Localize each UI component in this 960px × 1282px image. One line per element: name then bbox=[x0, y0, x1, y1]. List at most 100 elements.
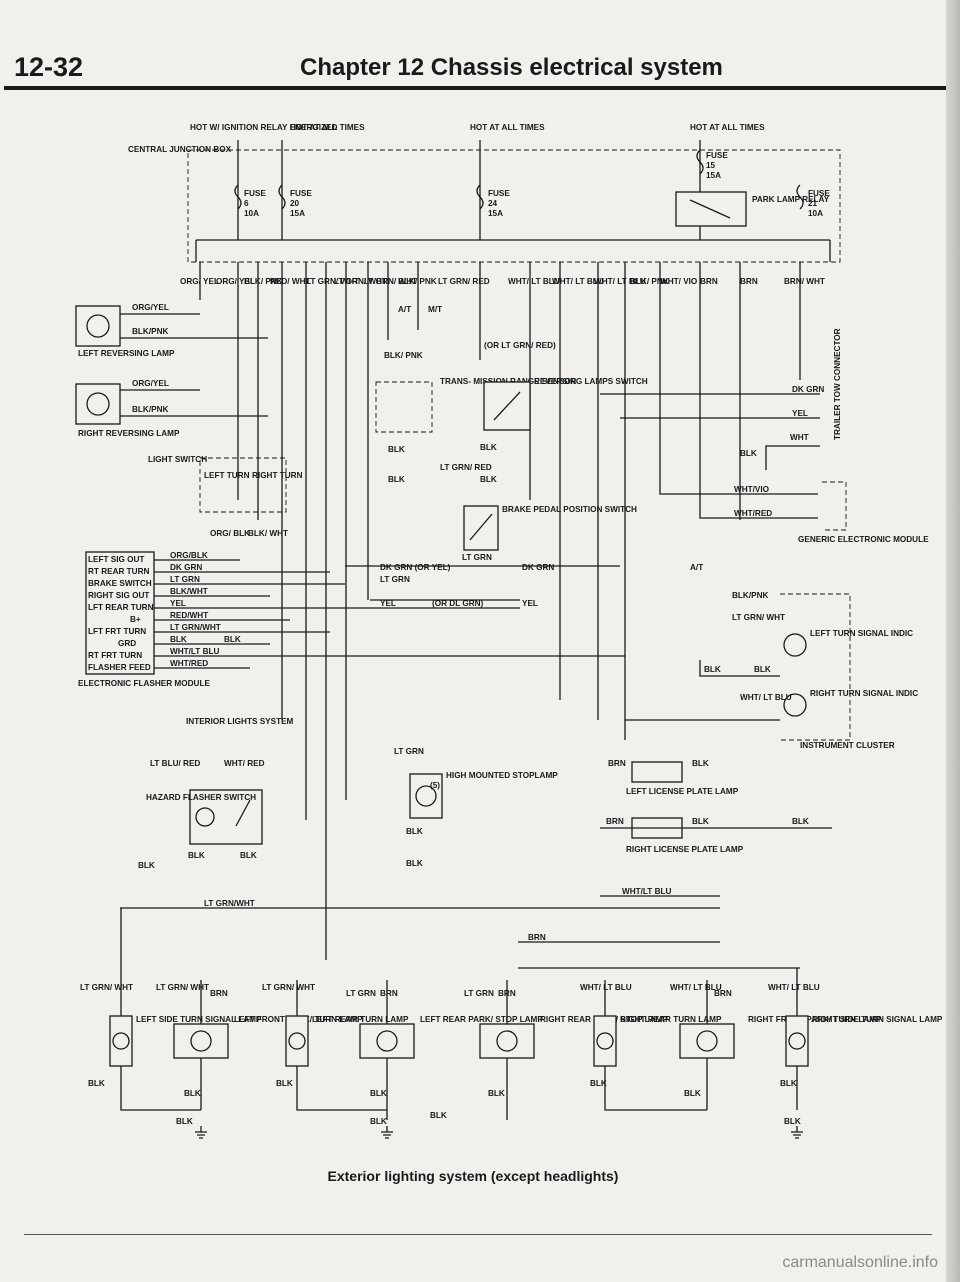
svg-text:15: 15 bbox=[706, 161, 716, 170]
left-license-plate-lamp: BRN BLK LEFT LICENSE PLATE LAMP bbox=[608, 759, 739, 796]
hot-at-all-times-label-1: HOT AT ALL TIMES bbox=[290, 123, 365, 132]
svg-text:LEFT LICENSE PLATE LAMP: LEFT LICENSE PLATE LAMP bbox=[626, 787, 739, 796]
reversing-lamps-switch: REVERSING LAMPS SWITCH (OR LT GRN/ RED) … bbox=[480, 341, 648, 484]
svg-text:ELECTRONIC FLASHER MODULE: ELECTRONIC FLASHER MODULE bbox=[78, 679, 210, 688]
wire-label: LT GRN/ WHT bbox=[364, 277, 417, 286]
svg-text:LEFT SIG OUT: LEFT SIG OUT bbox=[88, 555, 144, 564]
svg-text:LEFT REVERSING LAMP: LEFT REVERSING LAMP bbox=[78, 349, 175, 358]
svg-text:INSTRUMENT CLUSTER: INSTRUMENT CLUSTER bbox=[800, 741, 895, 750]
svg-text:BLK: BLK bbox=[692, 817, 709, 826]
svg-text:21: 21 bbox=[808, 199, 818, 208]
wire-label: WHT/ LT BLU bbox=[508, 277, 560, 286]
svg-text:LT GRN/ RED: LT GRN/ RED bbox=[440, 463, 492, 472]
svg-text:LEFT TURN SIGNAL INDIC: LEFT TURN SIGNAL INDIC bbox=[810, 629, 913, 638]
fuse-24: FUSE 24 15A bbox=[476, 184, 510, 218]
wire-label: ORG/ YEL bbox=[216, 277, 255, 286]
fuse-15: FUSE 15 15A bbox=[696, 149, 728, 180]
right-reversing-lamp: ORG/YEL BLK/PNK RIGHT REVERSING LAMP bbox=[75, 379, 268, 438]
wire-label: RED/ WHT bbox=[270, 277, 310, 286]
svg-text:BRN: BRN bbox=[380, 989, 398, 998]
header-rule bbox=[4, 86, 946, 90]
svg-text:BLK/PNK: BLK/PNK bbox=[732, 591, 768, 600]
svg-text:BLK: BLK bbox=[406, 859, 423, 868]
svg-text:LT GRN/ WHT: LT GRN/ WHT bbox=[732, 613, 785, 622]
generic-electronic-module: WHT/VIO WHT/RED GENERIC ELECTRONIC MODUL… bbox=[659, 480, 929, 572]
svg-text:FUSE: FUSE bbox=[290, 189, 312, 198]
instrument-cluster: LEFT TURN SIGNAL INDIC RIGHT TURN SIGNAL… bbox=[625, 591, 918, 750]
svg-text:LT GRN: LT GRN bbox=[394, 747, 424, 756]
svg-text:WHT/LT BLU: WHT/LT BLU bbox=[622, 887, 671, 896]
svg-text:BRN: BRN bbox=[210, 989, 228, 998]
brake-pedal-position-switch: BRAKE PEDAL POSITION SWITCH bbox=[463, 505, 637, 551]
page-number: 12-32 bbox=[14, 52, 84, 82]
svg-text:WHT/ LT BLU: WHT/ LT BLU bbox=[768, 983, 820, 992]
svg-text:BLK: BLK bbox=[184, 1089, 201, 1098]
harness-verticals bbox=[199, 262, 801, 960]
svg-text:RIGHT TURN SIGNAL INDIC: RIGHT TURN SIGNAL INDIC bbox=[810, 689, 918, 698]
svg-text:BLK/PNK: BLK/PNK bbox=[132, 405, 168, 414]
svg-text:BLK: BLK bbox=[480, 475, 497, 484]
svg-text:GRD: GRD bbox=[118, 639, 136, 648]
svg-text:LT GRN/ WHT: LT GRN/ WHT bbox=[156, 983, 209, 992]
svg-text:PARK LAMP RELAY: PARK LAMP RELAY bbox=[752, 195, 830, 204]
middle-wire-labels: DK GRN (OR YEL) LT GRN YEL (OR DL GRN) D… bbox=[224, 553, 620, 644]
svg-text:B+: B+ bbox=[130, 615, 141, 624]
svg-text:WHT/RED: WHT/RED bbox=[170, 659, 208, 668]
svg-text:(OR LT GRN/ RED): (OR LT GRN/ RED) bbox=[484, 341, 556, 350]
right-rear-turn-lamp: RIGHT REAR TURN LAMP bbox=[593, 1015, 722, 1067]
svg-text:BLK: BLK bbox=[388, 475, 405, 484]
svg-text:REVERSING LAMPS SWITCH: REVERSING LAMPS SWITCH bbox=[534, 377, 648, 386]
light-switch: LIGHT SWITCH LEFT TURN RIGHT TURN ORG/ B… bbox=[148, 455, 303, 538]
svg-text:BLK: BLK bbox=[388, 445, 405, 454]
svg-text:WHT/VIO: WHT/VIO bbox=[734, 485, 770, 494]
hot-ignition-label: HOT W/ IGNITION RELAY ENERGIZED bbox=[190, 123, 337, 132]
svg-text:RIGHT TURN: RIGHT TURN bbox=[252, 471, 303, 480]
svg-text:LT GRN: LT GRN bbox=[380, 575, 410, 584]
svg-text:LT GRN/WHT: LT GRN/WHT bbox=[204, 899, 255, 908]
wire-label: LT GRN/ RED bbox=[438, 277, 490, 286]
power-feed-lines bbox=[195, 140, 831, 262]
svg-text:WHT/RED: WHT/RED bbox=[734, 509, 772, 518]
wire-label: BLK/ PNK bbox=[398, 277, 437, 286]
svg-text:BLK: BLK bbox=[88, 1079, 105, 1088]
svg-text:RIGHT LICENSE PLATE LAMP: RIGHT LICENSE PLATE LAMP bbox=[626, 845, 744, 854]
svg-text:(OR DL GRN): (OR DL GRN) bbox=[432, 599, 484, 608]
svg-text:A/T: A/T bbox=[398, 305, 411, 314]
bottom-bus-wires: LT GRN/WHT WHT/LT BLU BRN bbox=[120, 887, 800, 969]
svg-text:BLK: BLK bbox=[240, 851, 257, 860]
high-mounted-stoplamp: HIGH MOUNTED STOPLAMP (5) LT GRN BLK BLK bbox=[394, 747, 558, 868]
svg-text:WHT/ LT BLU: WHT/ LT BLU bbox=[670, 983, 722, 992]
svg-text:BLK: BLK bbox=[406, 827, 423, 836]
svg-text:(5): (5) bbox=[430, 781, 440, 790]
svg-text:RED/WHT: RED/WHT bbox=[170, 611, 208, 620]
left-rear-park-stop-lamp: LEFT REAR PARK/ STOP LAMP bbox=[359, 1015, 543, 1059]
central-junction-box-outline bbox=[187, 149, 841, 263]
svg-text:15A: 15A bbox=[290, 209, 305, 218]
svg-text:WHT: WHT bbox=[790, 433, 809, 442]
svg-text:BLK: BLK bbox=[170, 635, 187, 644]
wire-label: WHT/ VIO bbox=[660, 277, 698, 286]
svg-text:24: 24 bbox=[488, 199, 498, 208]
svg-text:DK GRN: DK GRN bbox=[170, 563, 202, 572]
svg-text:DK GRN: DK GRN bbox=[522, 563, 554, 572]
svg-text:WHT/ RED: WHT/ RED bbox=[224, 759, 265, 768]
svg-text:DK GRN (OR YEL): DK GRN (OR YEL) bbox=[380, 563, 451, 572]
svg-text:INTERIOR LIGHTS SYSTEM: INTERIOR LIGHTS SYSTEM bbox=[186, 717, 294, 726]
hot-at-all-times-label-2: HOT AT ALL TIMES bbox=[470, 123, 545, 132]
svg-text:FLASHER FEED: FLASHER FEED bbox=[88, 663, 151, 672]
svg-text:FUSE: FUSE bbox=[244, 189, 266, 198]
watermark: carmanualsonline.info bbox=[782, 1254, 938, 1271]
left-rear-turn-lamp: LEFT REAR TURN LAMP bbox=[285, 1015, 409, 1067]
svg-text:BLK/ WHT: BLK/ WHT bbox=[248, 529, 288, 538]
fuse-6: FUSE 6 10A bbox=[234, 184, 266, 218]
chapter-title: Chapter 12 Chassis electrical system bbox=[300, 54, 723, 81]
right-license-plate-lamp: BRN BLK BLK RIGHT LICENSE PLATE LAMP bbox=[600, 817, 832, 854]
svg-text:LEFT TURN: LEFT TURN bbox=[204, 471, 250, 480]
svg-text:LT GRN/WHT: LT GRN/WHT bbox=[170, 623, 221, 632]
right-side-turn-signal-lamp: RIGHT SIDE TURN SIGNAL LAMP bbox=[785, 1015, 943, 1067]
svg-text:BLK: BLK bbox=[224, 635, 241, 644]
svg-text:ORG/YEL: ORG/YEL bbox=[132, 379, 169, 388]
svg-text:LT GRN/ WHT: LT GRN/ WHT bbox=[80, 983, 133, 992]
svg-text:ORG/YEL: ORG/YEL bbox=[132, 303, 169, 312]
svg-text:BLK/ PNK: BLK/ PNK bbox=[384, 351, 423, 360]
